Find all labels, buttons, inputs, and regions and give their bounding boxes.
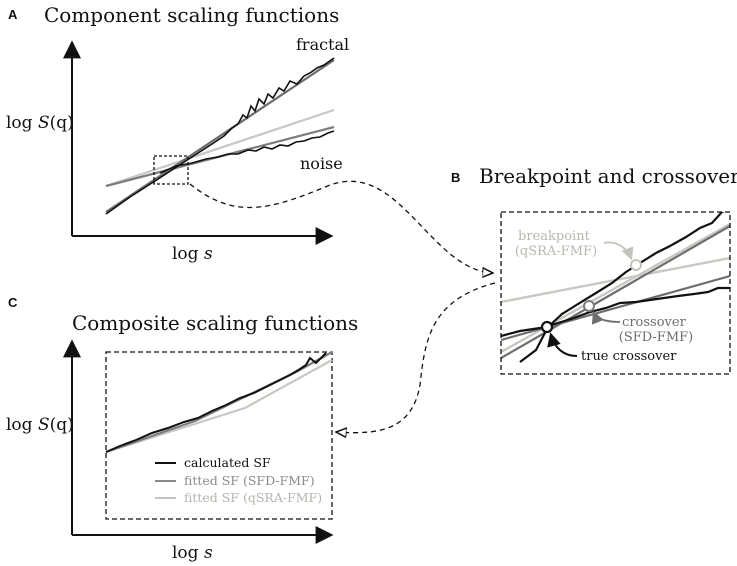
breakpoint-marker bbox=[630, 259, 642, 271]
panel-a-y-label: log S(q) bbox=[6, 113, 74, 133]
connector-b-to-c bbox=[336, 282, 496, 433]
panel-b-sfd-right-line bbox=[501, 225, 730, 359]
crossover-label: crossover (SFD-FMF) bbox=[619, 315, 693, 345]
panel-a-fractal-fit-line bbox=[105, 59, 335, 213]
panel-b-sfd-left-line bbox=[501, 274, 730, 342]
panel-a-zoom-box bbox=[153, 155, 189, 185]
crossover-arrow bbox=[591, 310, 621, 325]
panel-c-x-label: log s bbox=[172, 543, 213, 563]
true-crossover-marker bbox=[540, 320, 554, 334]
label-fractal: fractal bbox=[296, 35, 349, 54]
panel-b-letter: B bbox=[451, 170, 460, 185]
panel-a-qsra-fit-line bbox=[105, 108, 335, 188]
panel-c-legend: calculated SF fitted SF (SFD-FMF) fitted… bbox=[155, 455, 322, 505]
panel-a-x-label: log s bbox=[172, 244, 213, 264]
panel-a-fractal-trace bbox=[105, 57, 335, 215]
panel-c-title: Composite scaling functions bbox=[72, 311, 358, 335]
legend-label-calculated: calculated SF bbox=[184, 455, 271, 470]
panel-a: A Component scaling functions log S(q) l… bbox=[6, 3, 349, 264]
legend-label-qsra: fitted SF (qSRA-FMF) bbox=[184, 490, 322, 505]
true-crossover-arrow bbox=[547, 332, 578, 357]
breakpoint-label: breakpoint (qSRA-FMF) bbox=[515, 229, 597, 259]
panel-b-title: Breakpoint and crossovers bbox=[479, 164, 737, 188]
panel-b: B Breakpoint and crossovers breakpoint (… bbox=[451, 164, 737, 375]
panel-c-sfd-fit bbox=[105, 351, 333, 454]
panel-a-noise-trace bbox=[159, 130, 335, 174]
panel-c-qsra-fit bbox=[105, 359, 333, 454]
true-crossover-label: true crossover bbox=[581, 349, 677, 364]
legend-label-sfd: fitted SF (SFD-FMF) bbox=[184, 473, 315, 488]
panel-c-y-label: log S(q) bbox=[6, 415, 74, 435]
panel-c-calculated-sf bbox=[105, 352, 327, 453]
panel-b-qsra-right-line bbox=[501, 222, 730, 354]
panel-c-box bbox=[105, 351, 333, 520]
breakpoint-arrow bbox=[603, 241, 634, 261]
panel-a-letter: A bbox=[8, 7, 18, 22]
panel-b-box bbox=[500, 211, 731, 375]
connector-a-to-b bbox=[189, 180, 493, 273]
panel-c-letter: C bbox=[8, 295, 18, 310]
crossover-marker bbox=[583, 300, 595, 312]
panel-c: C Composite scaling functions log S(q) l… bbox=[6, 295, 358, 563]
label-noise: noise bbox=[300, 154, 343, 173]
panel-a-title: Component scaling functions bbox=[44, 3, 339, 27]
